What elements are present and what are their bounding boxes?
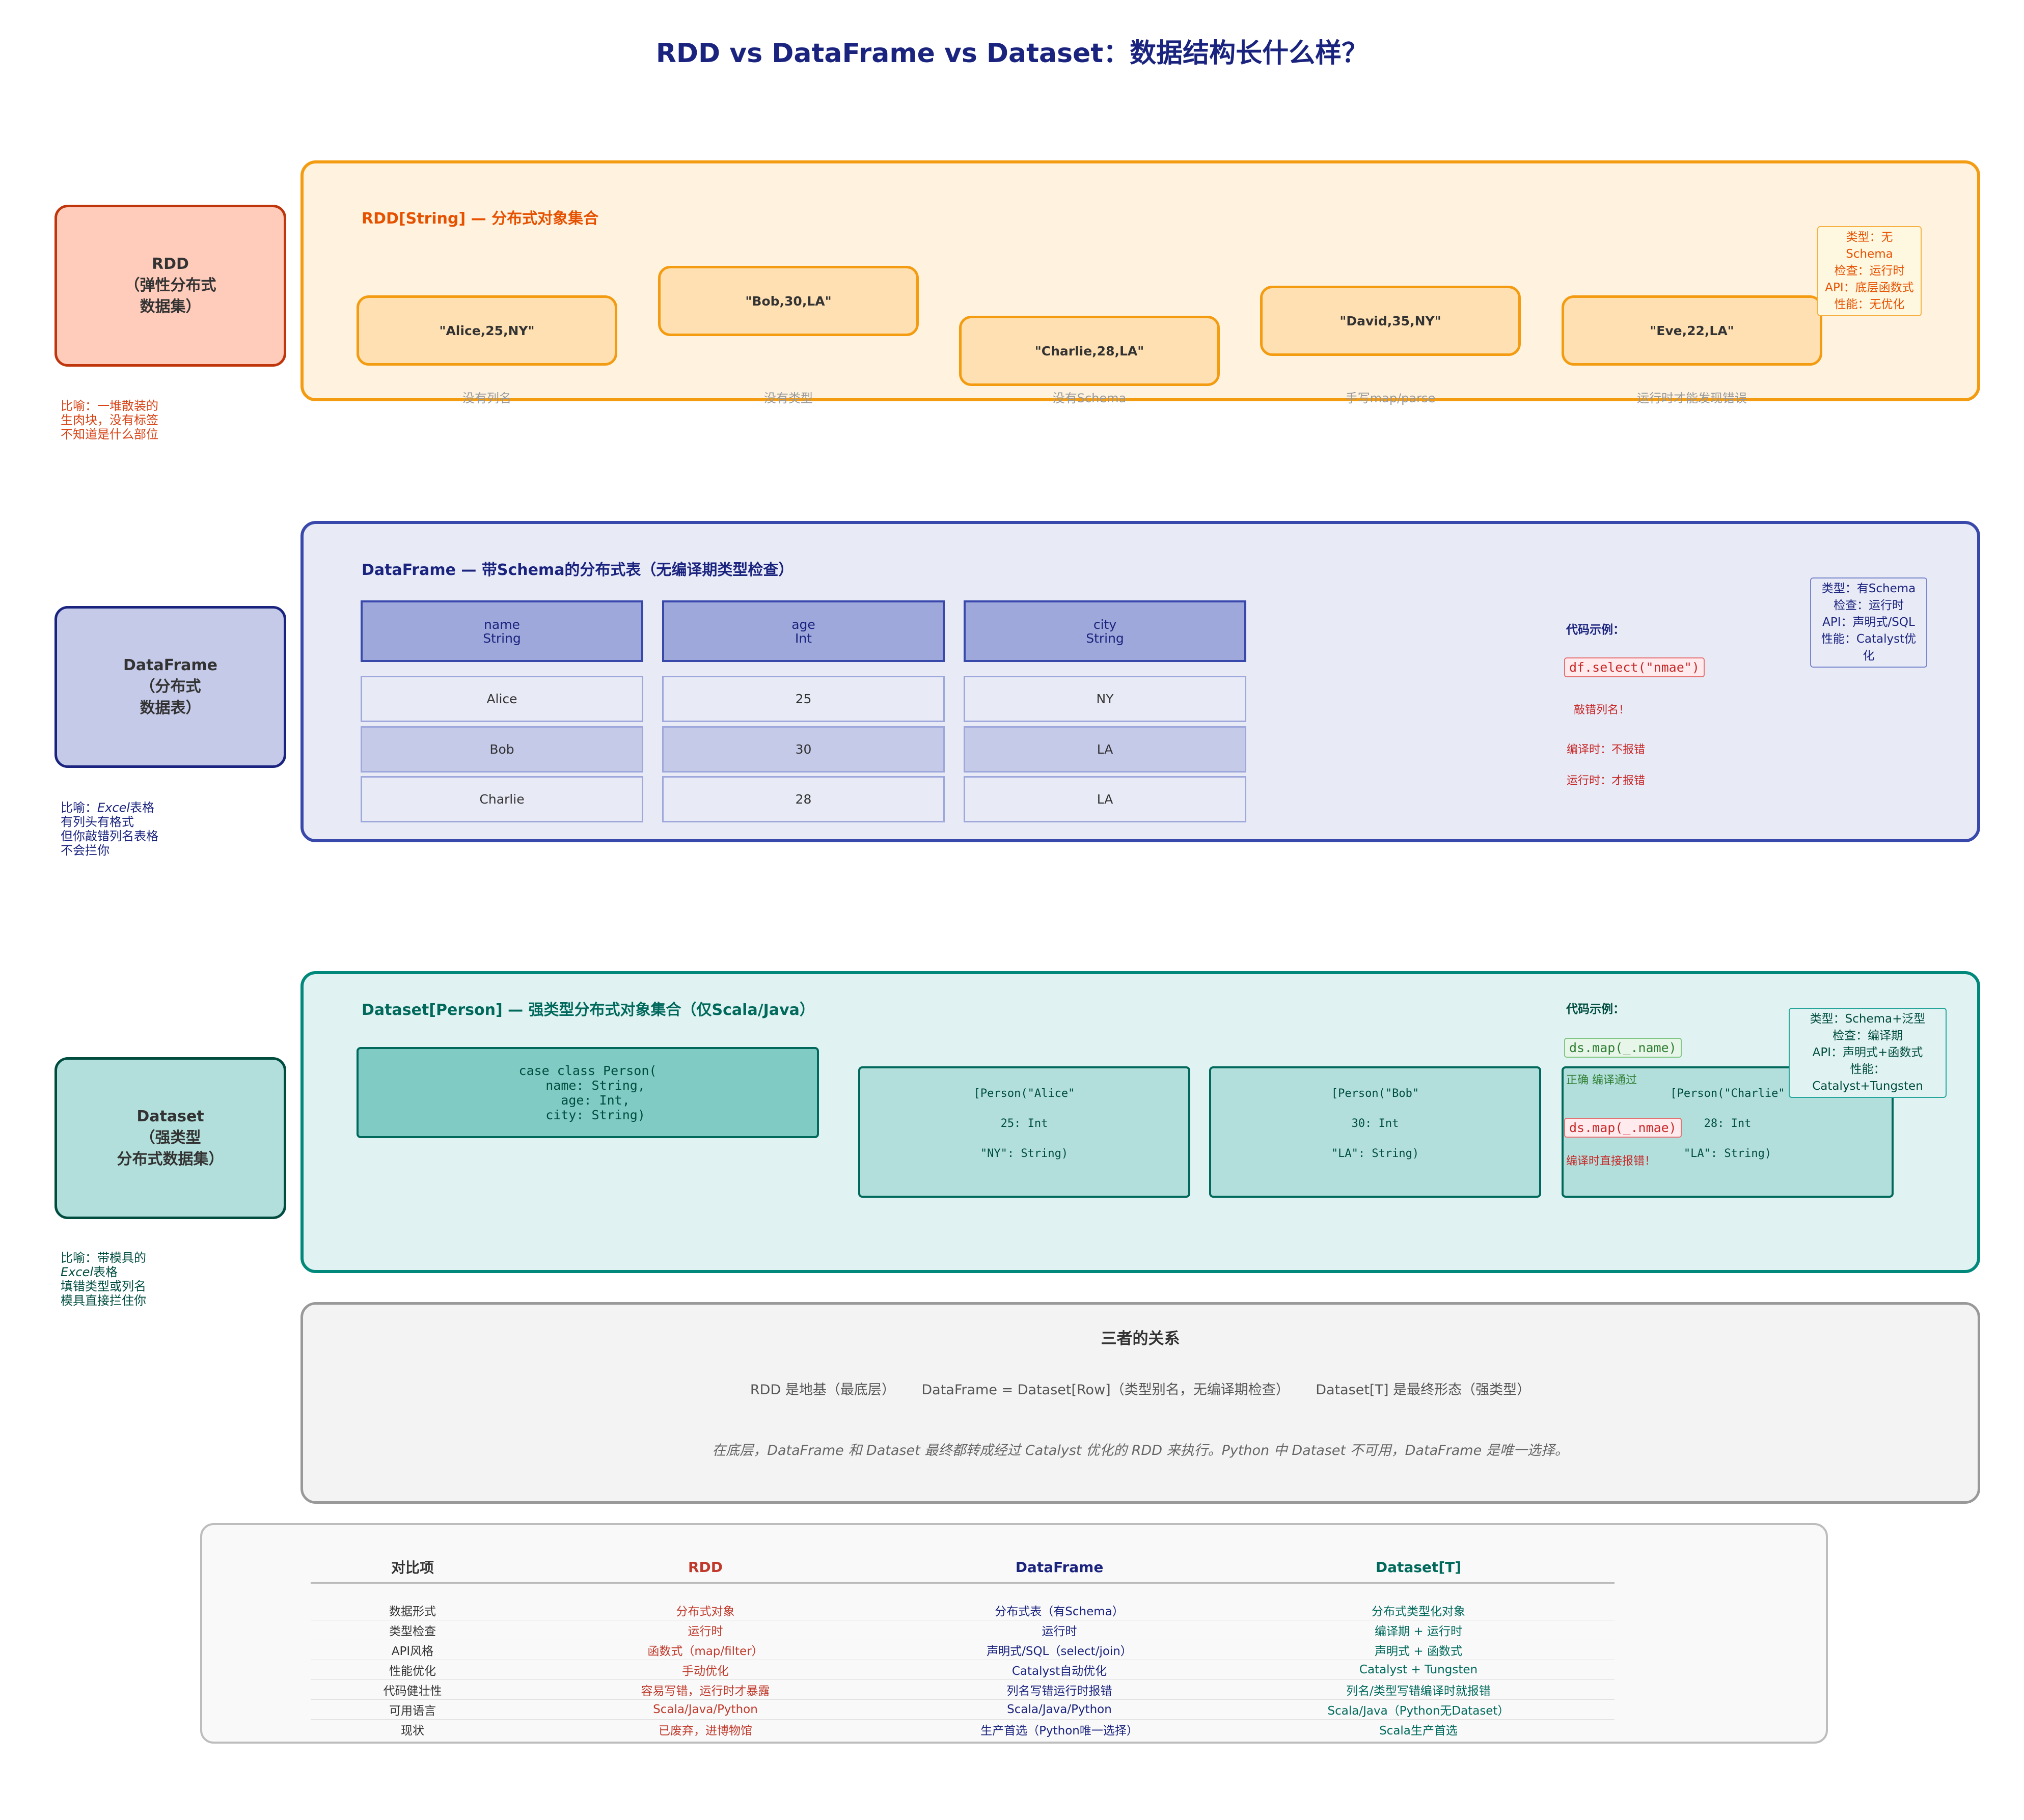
table-row: 性能优化 手动优化 Catalyst自动优化 Catalyst + Tungst…: [311, 1660, 1615, 1680]
dataset-code-ok: ds.map(_.name): [1564, 1038, 1682, 1058]
dataset-cell: 编译期 + 运行时: [1375, 1624, 1462, 1638]
dataframe-code-error: df.select("nmae"): [1564, 657, 1705, 677]
rdd-side-label: RDD （弹性分布式 数据集）: [54, 205, 286, 367]
table-row: 数据形式 分布式对象 分布式表（有Schema） 分布式类型化对象: [311, 1600, 1615, 1620]
dataset-cell: 列名/类型写错编译时就报错: [1346, 1684, 1491, 1698]
row-label: 现状: [401, 1724, 424, 1738]
relation-line: RDD 是地基（最底层） DataFrame = Dataset[Row]（类型…: [750, 1382, 1531, 1398]
table-cell: Alice: [361, 676, 643, 722]
dataframe-compile-note: 编译时：不报错: [1567, 743, 1646, 756]
dataset-side-label: Dataset （强类型 分布式数据集）: [54, 1057, 286, 1219]
dataframe-cell: 列名写错运行时报错: [1006, 1684, 1112, 1698]
rdd-record: "David,35,NY": [1260, 286, 1521, 356]
rdd-info-box: 类型：无Schema 检查：运行时 API：底层函数式 性能：无优化: [1817, 226, 1922, 316]
table-cell: 25: [662, 676, 945, 722]
rdd-cell: 已废弃，进博物馆: [659, 1724, 752, 1738]
rdd-cell: 手动优化: [682, 1664, 729, 1678]
table-cell: LA: [964, 776, 1246, 822]
dataset-cell: Scala/Java（Python无Dataset）: [1327, 1704, 1510, 1718]
dataframe-code-note: 敲错列名！: [1574, 704, 1630, 716]
table-row: API风格 函数式（map/filter） 声明式/SQL（select/joi…: [311, 1640, 1615, 1660]
header-cell: 对比项: [391, 1559, 434, 1576]
dataset-cell: Catalyst + Tungsten: [1359, 1663, 1478, 1676]
relation-note: 在底层，DataFrame 和 Dataset 最终都转成经过 Catalyst…: [712, 1443, 1569, 1458]
table-cell: Charlie: [361, 776, 643, 822]
relation-title: 三者的关系: [1101, 1330, 1180, 1348]
dataframe-runtime-note: 运行时：才报错: [1567, 775, 1646, 787]
rdd-cell: 运行时: [688, 1624, 723, 1638]
dataset-cell: 分布式类型化对象: [1372, 1605, 1465, 1618]
row-label: 数据形式: [389, 1605, 436, 1618]
dataframe-cell: 生产首选（Python唯一选择）: [980, 1724, 1138, 1738]
dataset-info-box: 类型：Schema+泛型 检查：编译期 API：声明式+函数式 性能：Catal…: [1789, 1008, 1947, 1098]
case-class-definition: case class Person( name: String, age: In…: [357, 1047, 819, 1138]
table-cell: Bob: [361, 726, 643, 773]
table-cell: LA: [964, 726, 1246, 773]
rdd-record: "Alice,25,NY": [357, 295, 617, 366]
column-header-name: name String: [361, 600, 643, 662]
dataframe-cell: Catalyst自动优化: [1011, 1664, 1107, 1678]
dataframe-cell: Scala/Java/Python: [1007, 1702, 1112, 1716]
rdd-hint: 运行时才能发现错误: [1637, 391, 1747, 405]
rdd-panel-title: RDD[String] — 分布式对象集合: [362, 210, 599, 228]
dataset-ok-note: 正确 编译通过: [1566, 1074, 1637, 1087]
dataframe-panel-title: DataFrame — 带Schema的分布式表（无编译期类型检查）: [362, 561, 794, 579]
table-cell: 30: [662, 726, 945, 773]
dataset-code-label: 代码示例：: [1566, 1003, 1625, 1016]
table-cell: 28: [662, 776, 945, 822]
rdd-hint: 没有列名: [462, 391, 511, 405]
dataframe-cell: 运行时: [1042, 1624, 1077, 1638]
dataframe-analogy: 比喻：Excel表格 有列头有格式 但你敲错列名表格 不会拦你: [61, 801, 158, 858]
rdd-record: "Bob,30,LA": [658, 266, 919, 336]
dataset-object: [Person("Alice" 25: Int "NY": String): [858, 1066, 1190, 1198]
row-label: 类型检查: [389, 1624, 436, 1638]
rdd-cell: 容易写错，运行时才暴露: [641, 1684, 770, 1698]
comparison-table-header: 对比项 RDD DataFrame Dataset[T]: [311, 1552, 1615, 1584]
rdd-cell: Scala/Java/Python: [653, 1702, 758, 1716]
rdd-hint: 没有类型: [764, 391, 813, 405]
table-row: 代码健壮性 容易写错，运行时才暴露 列名写错运行时报错 列名/类型写错编译时就报…: [311, 1679, 1615, 1700]
dataframe-cell: 声明式/SQL（select/join）: [987, 1644, 1132, 1658]
page-title: RDD vs DataFrame vs Dataset：数据结构长什么样？: [655, 38, 1369, 69]
dataset-code-error: ds.map(_.nmae): [1564, 1118, 1682, 1138]
comparison-table-panel: [200, 1523, 1828, 1744]
table-row: 可用语言 Scala/Java/Python Scala/Java/Python…: [311, 1699, 1615, 1720]
rdd-analogy: 比喻：一堆散装的 生肉块，没有标签 不知道是什么部位: [61, 399, 158, 442]
row-label: API风格: [391, 1644, 434, 1658]
rdd-record: "Charlie,28,LA": [959, 316, 1220, 386]
column-header-city: city String: [964, 600, 1246, 662]
dataset-bad-note: 编译时直接报错！: [1566, 1155, 1656, 1168]
dataset-object: [Person("Bob" 30: Int "LA": String): [1209, 1066, 1541, 1198]
rdd-hint: 没有Schema: [1052, 391, 1127, 405]
table-row: 现状 已废弃，进博物馆 生产首选（Python唯一选择） Scala生产首选: [311, 1719, 1615, 1739]
dataframe-info-box: 类型：有Schema 检查：运行时 API：声明式/SQL 性能：Catalys…: [1810, 577, 1927, 668]
rdd-cell: 分布式对象: [676, 1605, 735, 1618]
header-cell: RDD: [688, 1558, 723, 1576]
row-label: 代码健壮性: [383, 1684, 442, 1698]
dataset-cell: Scala生产首选: [1379, 1724, 1458, 1738]
row-label: 可用语言: [389, 1704, 436, 1718]
relation-panel: [300, 1302, 1980, 1504]
table-cell: NY: [964, 676, 1246, 722]
table-row: 类型检查 运行时 运行时 编译期 + 运行时: [311, 1620, 1615, 1640]
dataset-panel-title: Dataset[Person] — 强类型分布式对象集合（仅Scala/Java…: [362, 1001, 815, 1019]
rdd-hint: 手写map/parse: [1345, 391, 1436, 405]
column-header-age: age Int: [662, 600, 945, 662]
header-cell: Dataset[T]: [1375, 1558, 1462, 1576]
rdd-record: "Eve,22,LA": [1562, 295, 1822, 366]
row-label: 性能优化: [389, 1664, 436, 1678]
dataframe-side-label: DataFrame （分布式 数据表）: [54, 606, 286, 768]
rdd-cell: 函数式（map/filter）: [647, 1644, 763, 1658]
dataframe-code-label: 代码示例：: [1566, 623, 1625, 637]
dataset-cell: 声明式 + 函数式: [1375, 1644, 1462, 1658]
dataframe-cell: 分布式表（有Schema）: [995, 1605, 1124, 1618]
header-cell: DataFrame: [1015, 1558, 1104, 1576]
